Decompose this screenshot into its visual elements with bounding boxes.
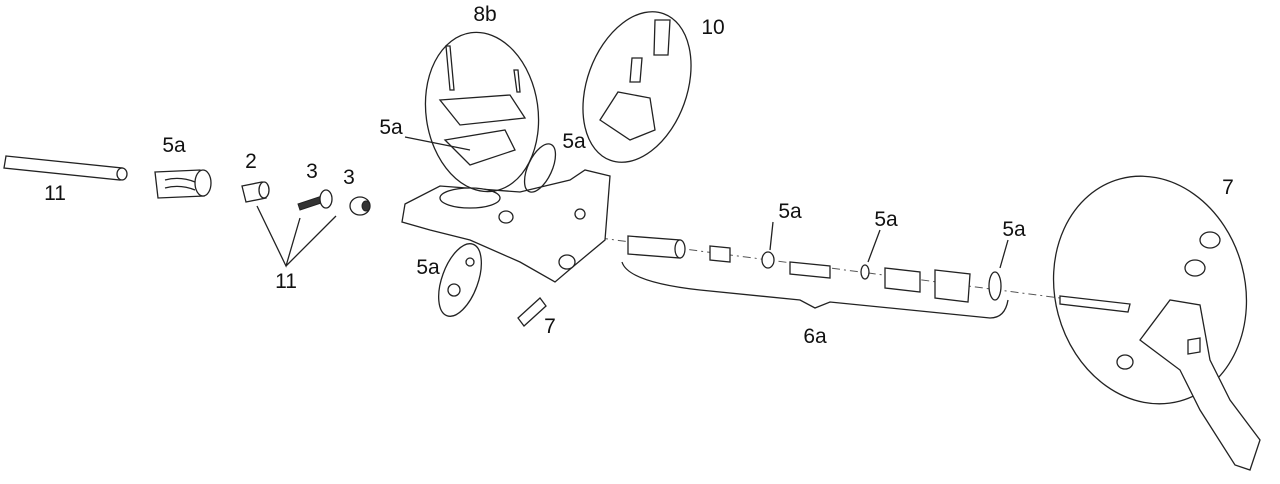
part-5a-bolt-circle [438,243,482,317]
part-5a-sleeve [154,169,212,199]
bracket-6a [621,261,1009,319]
part-lever-body [401,169,611,283]
callout-5a: 5a [562,130,586,153]
part-3-barb [297,189,333,211]
part-6a-piston-assembly [627,235,1002,303]
callout-7: 7 [1222,176,1234,199]
leader-lines-11 [256,205,337,268]
callout-11: 11 [44,182,66,205]
part-8b-cover-group [404,31,540,193]
callout-3: 3 [306,160,318,183]
part-5a-screw-circle [523,143,557,193]
part-7-pin [517,297,547,327]
callout-6a: 6a [803,325,827,348]
part-10-clamp-group [582,11,692,163]
callout-8b: 8b [473,3,497,26]
callout-5a: 5a [379,116,403,139]
callout-10: 10 [701,16,725,39]
callout-5a: 5a [778,200,802,223]
callout-3: 3 [343,166,355,189]
leader-lines-5a [769,221,1009,269]
callout-5a: 5a [1002,218,1026,241]
part-2-nut [241,181,270,203]
callout-11: 11 [275,270,297,293]
part-3-olive [349,196,371,216]
callout-5a: 5a [162,134,186,157]
callout-5a: 5a [874,208,898,231]
part-11-hose [3,155,128,181]
callout-5a: 5a [416,256,440,279]
callout-2: 2 [245,150,257,173]
part-7-lever-blade-group [1052,175,1261,471]
callout-7: 7 [544,315,556,338]
